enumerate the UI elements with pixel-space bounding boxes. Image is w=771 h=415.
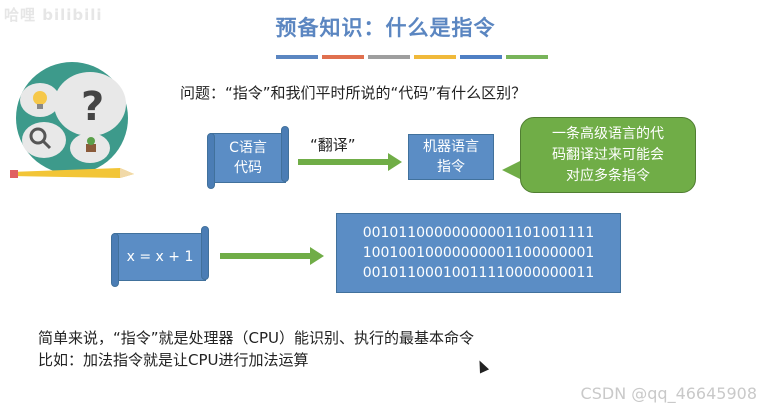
mouse-cursor-icon: [474, 358, 490, 374]
callout-text: 一条高级语言的代 码翻译过来可能会 对应多条指令: [552, 124, 664, 187]
machine-code-line2: 指令: [437, 159, 465, 175]
translate-label: “翻译”: [310, 136, 356, 154]
title-bar-6: [506, 55, 548, 59]
translate-arrow-shaft: [298, 159, 390, 165]
binary-line-1: 00101100000000001101001111: [362, 225, 595, 241]
compile-arrow-head: [310, 247, 324, 265]
thinking-bubble-icon: ?: [10, 62, 134, 178]
callout-line1: 一条高级语言的代: [552, 125, 664, 142]
svg-text:?: ?: [81, 84, 104, 130]
c-code-label-line2: 代码: [234, 160, 262, 176]
callout-line2: 码翻译过来可能会: [552, 146, 664, 163]
c-code-label-line1: C语言: [229, 140, 267, 156]
machine-code-line1: 机器语言: [423, 139, 479, 155]
summary-line-1: 简单来说，“指令”就是处理器（CPU）能识别、执行的最基本命令: [38, 329, 475, 347]
machine-code-box: 机器语言 指令: [408, 134, 494, 180]
question-text: 问题：“指令”和我们平时所说的“代码”有什么区别？: [180, 84, 527, 102]
bilibili-watermark: 哈哩 bilibili: [4, 6, 103, 24]
statement-text: x = x + 1: [126, 249, 194, 265]
page-title: 预备知识：什么是指令: [275, 16, 496, 40]
callout-bubble: 一条高级语言的代 码翻译过来可能会 对应多条指令: [520, 117, 696, 193]
binary-line-2: 10010010000000001100000001: [362, 245, 595, 261]
title-bar-1: [276, 55, 318, 59]
callout-tail: [502, 160, 522, 180]
binary-line-3: 00101100010011110000000011: [362, 265, 595, 281]
thinking-illustration: ?: [10, 62, 140, 186]
summary-line-2: 比如：加法指令就是让CPU进行加法运算: [38, 351, 309, 369]
compile-arrow-shaft: [220, 253, 312, 259]
binary-code-box: 00101100000000001101001111 1001001000000…: [336, 213, 621, 293]
title-bar-3: [368, 55, 410, 59]
title-bar-4: [414, 55, 456, 59]
callout-line3: 对应多条指令: [566, 167, 650, 184]
c-code-label: C语言 代码: [229, 138, 267, 178]
csdn-watermark: CSDN @qq_46645908: [580, 384, 757, 403]
title-bar-5: [460, 55, 502, 59]
translate-arrow-head: [388, 153, 402, 171]
statement-scroll: x = x + 1: [111, 226, 209, 287]
machine-code-label: 机器语言 指令: [423, 137, 479, 177]
c-code-scroll: C语言 代码: [207, 126, 289, 189]
title-bar-2: [322, 55, 364, 59]
